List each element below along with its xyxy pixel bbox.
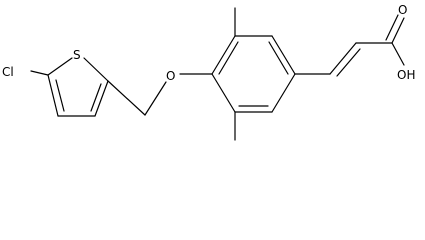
bond-vinyl-double-inner: [336, 48, 361, 77]
structure-canvas: Cl S O O OH: [2, 3, 415, 141]
bond-ar1-ar2: [211, 35, 236, 75]
bond-ar3-ar4-inner: [268, 41, 289, 75]
bond-ar3-ar4: [271, 35, 296, 75]
bond-ar1-ar2-inner: [218, 41, 239, 75]
bond-c2-ch2: [107, 80, 146, 116]
bond-c2-c3: [94, 80, 109, 117]
atom-labels: Cl S O O OH: [2, 3, 415, 83]
bond-c-oh: [391, 42, 405, 66]
hydroxyl-label: OH: [397, 68, 415, 82]
chlorine-label: Cl: [2, 65, 14, 79]
bond-ar6-ar1: [211, 73, 236, 113]
bond-c4-c5-inner: [55, 79, 65, 112]
bond-c2-c3-inner: [90, 83, 102, 112]
bond-c5-s: [47, 57, 73, 76]
bond-c4-c5: [47, 74, 59, 117]
bond-s-c2: [83, 57, 109, 82]
bond-c5-cl: [30, 70, 49, 76]
bond-vinyl-double: [329, 42, 357, 75]
carbonyl-oxygen-label: O: [398, 3, 407, 17]
bond-carbonyl-1: [391, 17, 405, 44]
molecule-drawing: Cl S O O OH: [2, 3, 415, 141]
bond-lines: [30, 7, 405, 141]
bond-carbonyl-2: [385, 14, 399, 41]
bond-ar4-ar5: [271, 73, 296, 113]
ether-oxygen-label: O: [166, 69, 175, 83]
sulfur-label: S: [73, 48, 81, 62]
bond-ch2-o: [144, 81, 167, 116]
